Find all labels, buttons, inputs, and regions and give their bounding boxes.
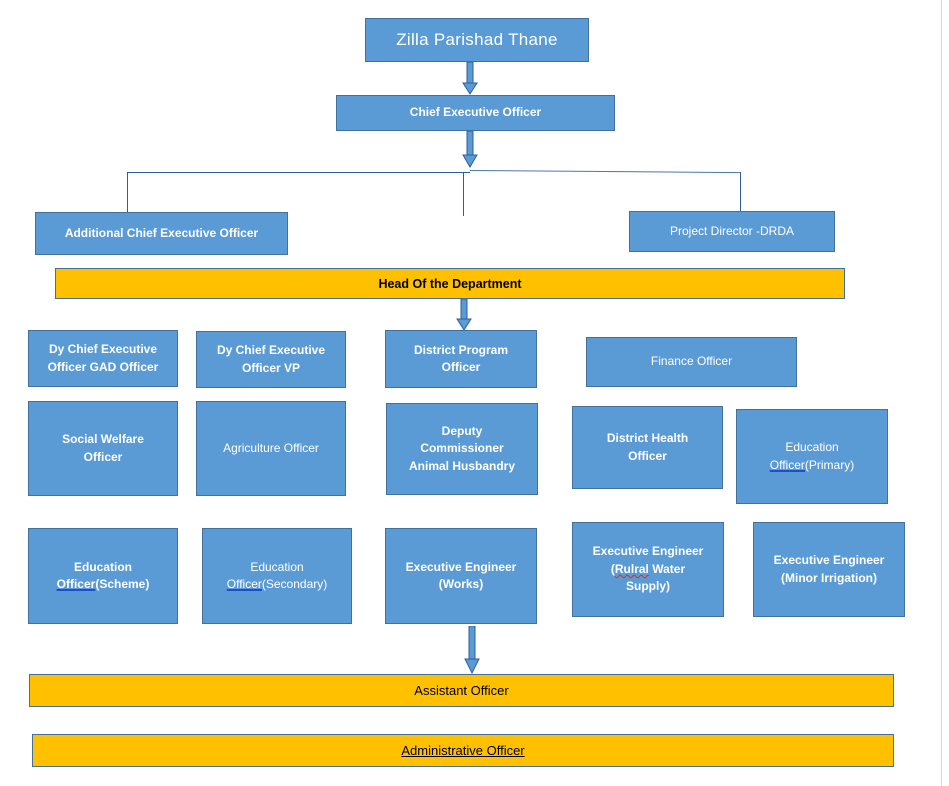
node-district-program-officer[interactable]: District Program Officer bbox=[385, 330, 537, 388]
node-label-line-2-open: ( bbox=[610, 561, 615, 576]
bar-assistant-officer[interactable]: Assistant Officer bbox=[29, 674, 894, 707]
node-education-officer-primary[interactable]: Education Officer(Primary) bbox=[736, 409, 888, 504]
node-label: District Program Officer bbox=[390, 342, 532, 377]
node-label-line-1: Executive Engineer bbox=[592, 544, 704, 559]
node-label: Finance Officer bbox=[650, 354, 733, 369]
node-label-line-2: Commissioner bbox=[420, 441, 504, 456]
page-boundary-rule bbox=[941, 0, 942, 786]
node-label-line-2: Officer bbox=[628, 448, 667, 463]
node-label-line-3: Animal Husbandry bbox=[408, 458, 516, 473]
node-label-line-2-rest: Water bbox=[648, 561, 686, 576]
node-label-line-1: Deputy bbox=[441, 423, 483, 438]
node-label: Education Officer(Scheme) bbox=[33, 559, 173, 594]
node-label-line-2-rest: (Primary) bbox=[804, 457, 855, 472]
connector-drop-middle-stub bbox=[463, 172, 464, 216]
node-label: Chief Executive Officer bbox=[409, 105, 542, 120]
connector-arrow-root-to-ceo bbox=[461, 62, 479, 95]
node-executive-engineer-minor-irrigation[interactable]: Executive Engineer (Minor Irrigation) bbox=[753, 522, 905, 617]
node-finance-officer[interactable]: Finance Officer bbox=[586, 337, 797, 387]
connector-bus-horizontal-left bbox=[127, 172, 470, 173]
node-label-line-1: Executive Engineer bbox=[405, 559, 517, 574]
node-label-line-1: Dy Chief Executive bbox=[216, 343, 326, 358]
spellcheck-word-rulral: Rulral bbox=[614, 561, 649, 576]
node-label-line-1: Education bbox=[785, 440, 839, 455]
node-education-officer-scheme[interactable]: Education Officer(Scheme) bbox=[28, 528, 178, 624]
connector-arrow-ceo-to-branch bbox=[461, 131, 479, 168]
spellcheck-word-officer: Officer bbox=[56, 577, 96, 591]
connector-drop-to-additional-ceo bbox=[127, 172, 128, 213]
node-agriculture-officer[interactable]: Agriculture Officer bbox=[196, 401, 346, 496]
node-project-director-drda[interactable]: Project Director -DRDA bbox=[629, 211, 835, 252]
connector-arrow-hod-to-departments bbox=[455, 299, 473, 331]
node-additional-chief-executive-officer[interactable]: Additional Chief Executive Officer bbox=[35, 212, 288, 255]
node-label-line-2-rest: (Secondary) bbox=[261, 577, 328, 591]
node-label-line-2: Officer bbox=[83, 449, 123, 464]
connector-bus-horizontal-right bbox=[469, 170, 741, 174]
node-label-line-1: Education bbox=[250, 559, 304, 574]
node-label-line-1: Social Welfare bbox=[62, 432, 144, 447]
node-district-health-officer[interactable]: District Health Officer bbox=[572, 406, 723, 489]
node-label-line-3: Supply) bbox=[626, 579, 670, 594]
node-label-line-1: Education bbox=[73, 559, 132, 574]
node-label: Education Officer(Secondary) bbox=[207, 559, 347, 594]
node-label-line-2: Officer VP bbox=[241, 360, 301, 375]
bar-head-of-the-department[interactable]: Head Of the Department bbox=[55, 268, 845, 299]
node-label: Executive Engineer (Works) bbox=[390, 559, 532, 594]
node-label: Executive Engineer (Rulral Water Supply) bbox=[577, 543, 719, 595]
node-label-line-2: Officer GAD Officer bbox=[47, 359, 159, 374]
node-dy-chief-executive-officer-gad[interactable]: Dy Chief Executive Officer GAD Officer bbox=[28, 330, 178, 387]
node-label: Project Director -DRDA bbox=[669, 223, 795, 238]
node-label: Zilla Parishad Thane bbox=[396, 29, 558, 49]
node-label-line-2-rest: (Scheme) bbox=[95, 577, 150, 591]
node-label-line-1: Executive Engineer bbox=[773, 553, 885, 568]
node-deputy-commissioner-animal-husbandry[interactable]: Deputy Commissioner Animal Husbandry bbox=[386, 403, 538, 495]
node-executive-engineer-rural-water-supply[interactable]: Executive Engineer (Rulral Water Supply) bbox=[572, 522, 724, 617]
node-label: Dy Chief Executive Officer VP bbox=[201, 342, 341, 377]
node-education-officer-secondary[interactable]: Education Officer(Secondary) bbox=[202, 528, 352, 624]
node-label: Dy Chief Executive Officer GAD Officer bbox=[33, 341, 173, 376]
node-social-welfare-officer[interactable]: Social Welfare Officer bbox=[28, 401, 178, 496]
node-label: Social Welfare Officer bbox=[33, 431, 173, 466]
bar-label: Administrative Officer bbox=[401, 743, 525, 758]
node-label-line-2: Officer bbox=[441, 360, 481, 374]
connector-drop-to-project-director bbox=[740, 172, 741, 212]
node-label-line-1: Dy Chief Executive bbox=[48, 342, 158, 357]
node-label-line-1: District Program bbox=[413, 342, 509, 357]
node-dy-chief-executive-officer-vp[interactable]: Dy Chief Executive Officer VP bbox=[196, 331, 346, 388]
node-label: Education Officer(Primary) bbox=[741, 439, 883, 474]
bar-administrative-officer[interactable]: Administrative Officer bbox=[32, 734, 894, 767]
connector-arrow-works-to-assistant-officer bbox=[463, 626, 481, 674]
node-label: Deputy Commissioner Animal Husbandry bbox=[391, 423, 533, 475]
node-label: Agriculture Officer bbox=[223, 440, 319, 455]
spellcheck-word-officer: Officer bbox=[226, 577, 262, 591]
node-label-line-2: (Minor Irrigation) bbox=[781, 570, 877, 585]
bar-label: Head Of the Department bbox=[378, 276, 522, 291]
node-label: Additional Chief Executive Officer bbox=[64, 225, 259, 240]
node-chief-executive-officer[interactable]: Chief Executive Officer bbox=[336, 95, 615, 131]
spellcheck-word-officer: Officer bbox=[769, 457, 805, 472]
node-label: District Health Officer bbox=[577, 430, 718, 465]
node-label-line-1: District Health bbox=[606, 431, 689, 446]
node-zilla-parishad-thane[interactable]: Zilla Parishad Thane bbox=[365, 18, 589, 62]
node-label-line-2: (Works) bbox=[438, 577, 484, 591]
bar-label: Assistant Officer bbox=[414, 683, 509, 698]
node-executive-engineer-works[interactable]: Executive Engineer (Works) bbox=[385, 528, 537, 624]
node-label: Executive Engineer (Minor Irrigation) bbox=[758, 552, 900, 587]
